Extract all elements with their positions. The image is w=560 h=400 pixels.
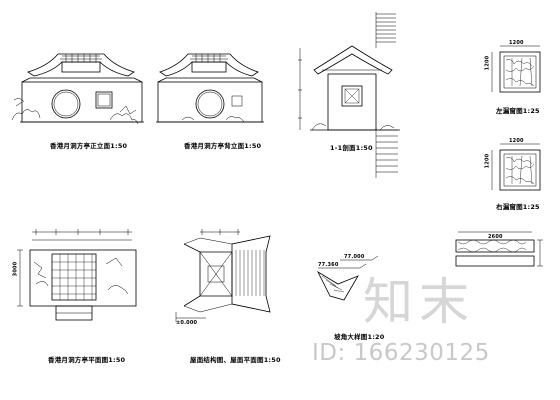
- caption-plan: 香港月洞方亭平面图1:50: [48, 356, 126, 364]
- dimension-detail-value-2: 77.000: [344, 254, 365, 260]
- roof-plan-drawing: [175, 229, 271, 322]
- dimension-right-window-width: 1200: [509, 138, 524, 144]
- caption-detail: 坡角大样图1:20: [334, 333, 385, 341]
- caption-right-window: 右漏窗图1:25: [496, 203, 540, 211]
- back-elevation-drawing: [156, 53, 264, 123]
- caption-front-elevation: 香港月洞方亭正立面1:50: [50, 142, 128, 150]
- caption-back-elevation: 香港月洞方亭背立面1:50: [184, 142, 262, 150]
- left-window-drawing: [491, 45, 541, 93]
- dimension-left-window-height: 1200: [484, 55, 491, 71]
- detail-drawing: [317, 231, 543, 301]
- caption-roof-plan: 屋面结构图、屋面平面图1:50: [190, 356, 281, 364]
- dimension-right-window-height: 1200: [484, 153, 491, 169]
- caption-section: 1-1剖面1:50: [330, 144, 373, 152]
- dimension-detail-value: 77.360: [318, 262, 339, 268]
- right-window-drawing: [491, 143, 541, 191]
- plan-drawing: [17, 229, 137, 321]
- front-elevation-drawing: [11, 53, 144, 125]
- caption-left-window: 左漏窗图1:25: [496, 107, 540, 115]
- watermark-id: ID: 166230125: [312, 340, 490, 366]
- dimension-detail-top: 2600: [488, 234, 503, 240]
- watermark-logo: 知末: [363, 273, 475, 331]
- dimension-left-window-width: 1200: [509, 40, 524, 46]
- dimension-roof-value: ±0.000: [176, 320, 198, 326]
- dimension-plan-left: 3000: [12, 261, 19, 277]
- section-drawing: [298, 12, 400, 178]
